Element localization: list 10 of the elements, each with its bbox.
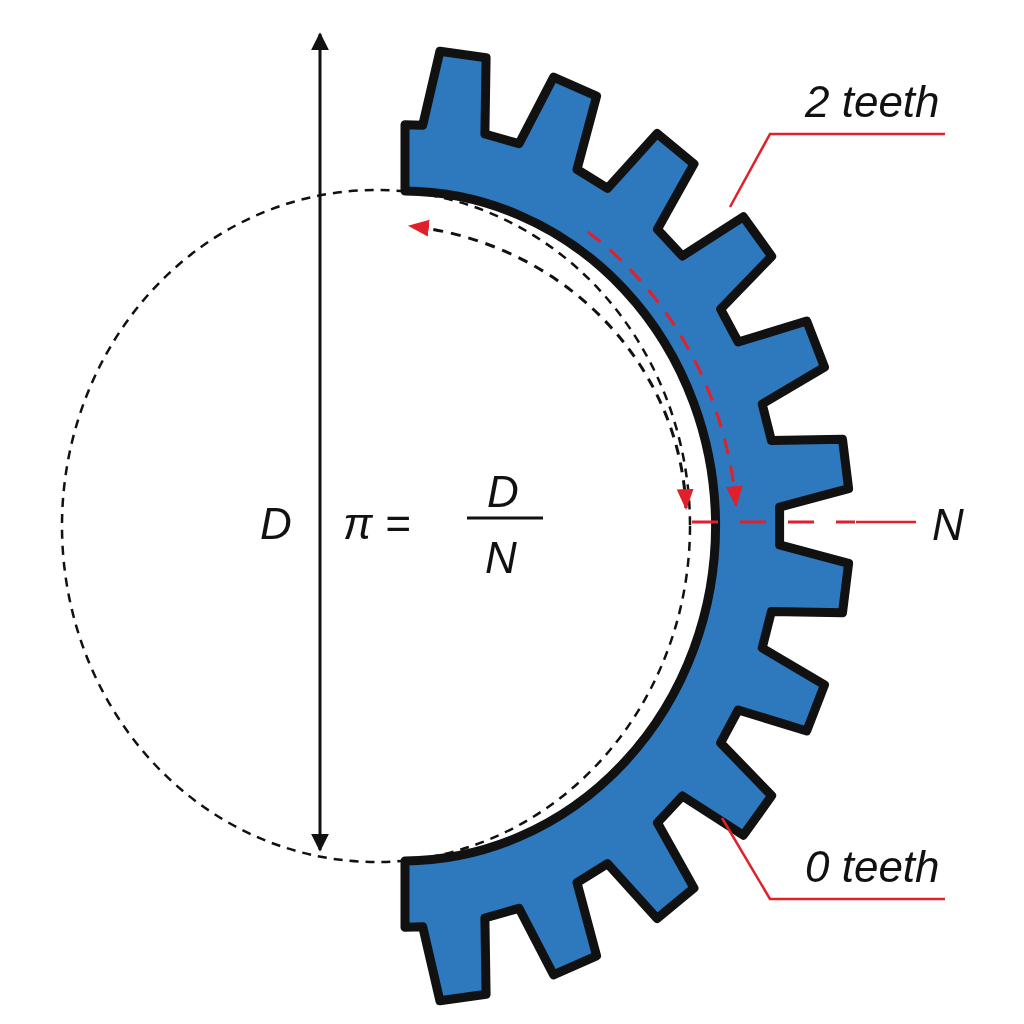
formula-text: N xyxy=(485,536,517,580)
formula-text: D xyxy=(487,470,519,514)
callout-label: 2 teeth xyxy=(805,80,940,124)
callout-label: N xyxy=(932,503,964,547)
leader-line xyxy=(728,132,945,208)
callout-label: 0 teeth xyxy=(805,845,940,889)
formula-text: π = xyxy=(343,502,411,546)
dimension-label: D xyxy=(260,502,292,546)
leader-line xyxy=(856,520,916,524)
leader-line xyxy=(720,817,945,901)
